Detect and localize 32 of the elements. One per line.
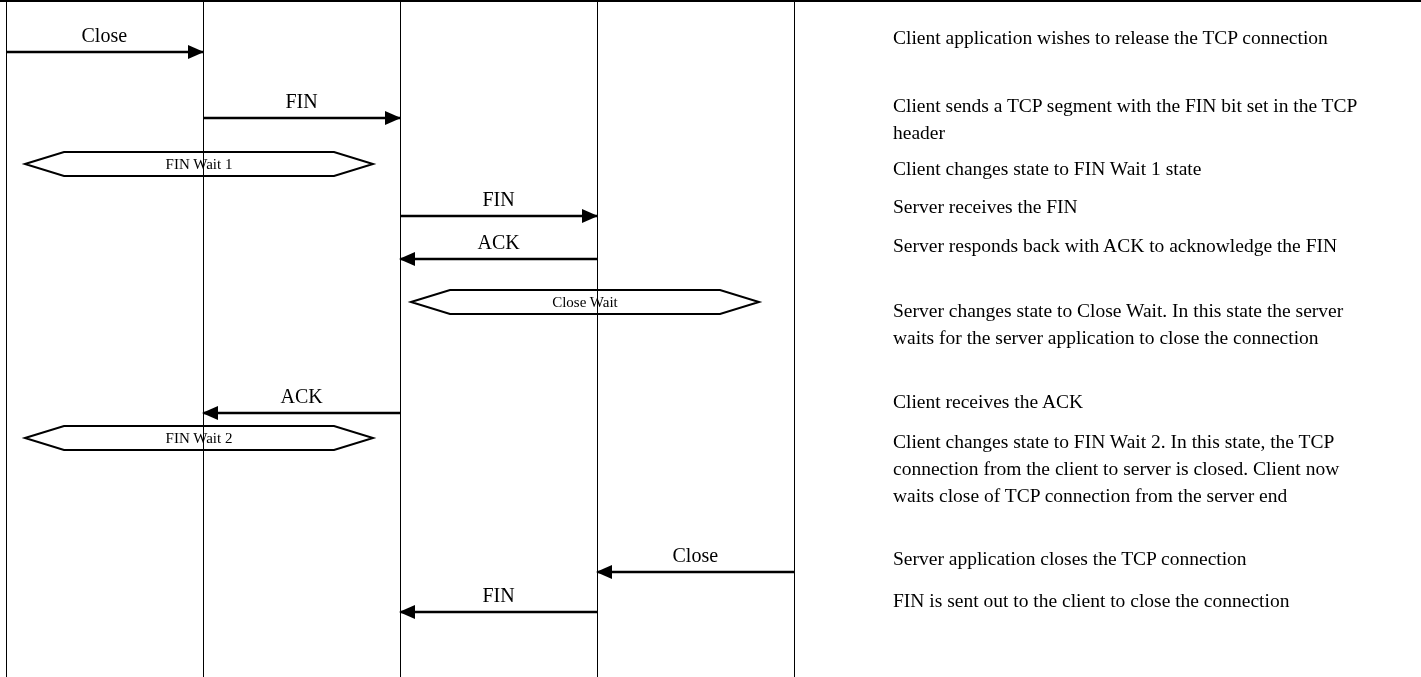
message-label: FIN (482, 188, 515, 210)
state-hexagon (410, 288, 760, 316)
message-label: Close (672, 544, 719, 566)
lifeline (400, 0, 401, 677)
lifeline (794, 0, 795, 677)
step-description: Server receives the FIN (893, 195, 1079, 219)
message-label: FIN (285, 90, 318, 112)
message-arrow (399, 605, 597, 619)
lifeline (6, 0, 7, 677)
message-label: Close (81, 24, 128, 46)
state-hexagon (24, 424, 374, 452)
step-description: Client receives the ACK (893, 390, 1085, 414)
lifeline (203, 0, 204, 677)
message-arrow (202, 406, 400, 420)
step-description: Server application closes the TCP connection (893, 547, 1248, 571)
step-description: Client sends a TCP segment with the FIN bit set in the TCP header (893, 94, 1358, 145)
message-label: ACK (280, 385, 323, 407)
step-description: Server responds back with ACK to acknowledge the FIN (893, 234, 1339, 258)
message-label: ACK (477, 231, 520, 253)
step-description: Server changes state to Close Wait. In this state the server waits for the server application to close the connection (893, 299, 1345, 350)
step-description: Client application wishes to release the TCP connection (893, 26, 1329, 50)
state-hexagon (24, 150, 374, 178)
message-arrow (400, 209, 598, 223)
message-arrow (399, 252, 597, 266)
message-arrow (203, 111, 401, 125)
step-description: Client changes state to FIN Wait 2. In this state, the TCP connection from the client to server is closed. Client now waits close of TCP connection from the server end (893, 430, 1341, 508)
step-description: Client changes state to FIN Wait 1 state (893, 157, 1203, 181)
message-label: FIN (482, 584, 515, 606)
lifeline (597, 0, 598, 677)
message-arrow (6, 45, 204, 59)
step-description: FIN is sent out to the client to close the connection (893, 589, 1291, 613)
message-arrow (596, 565, 794, 579)
